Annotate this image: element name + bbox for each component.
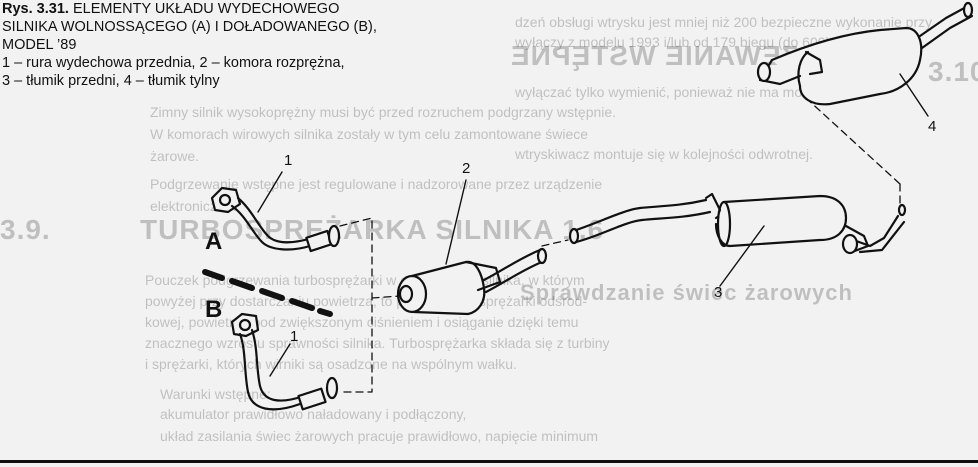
bleed-text-17: wtryskiwacz montuje się w kolejności odw… — [515, 146, 813, 162]
part-number-1-a: 1 — [284, 152, 293, 169]
variant-label-b: B — [205, 296, 223, 323]
bleed-text-3: żarowe. — [150, 148, 200, 164]
figure-caption: Rys. 3.31. ELEMENTY UKŁADU WYDECHOWEGO S… — [2, 0, 502, 90]
bleed-text-4: Podgrzewanie wstępne jest regulowane i n… — [150, 176, 603, 192]
leader-lines — [257, 73, 929, 377]
front-pipe-a — [210, 186, 341, 253]
bleed-text-11: Warunki wstępne: — [160, 386, 271, 402]
part-number-4: 4 — [928, 118, 937, 135]
part-number-2: 2 — [462, 160, 471, 177]
part-number-3: 3 — [714, 284, 723, 301]
front-pipe-b — [230, 312, 339, 411]
bleed-text-12: akumulator prawidłowo naładowany i podłą… — [160, 406, 467, 422]
bleed-text-13: układ zasilania świec żarowych pracuje p… — [160, 428, 599, 444]
bleed-text-15: wyłączy z modelu 1993 i/lub od 179 biegu… — [515, 34, 875, 50]
caption-legend-line-2: 3 – tłumik przedni, 4 – tłumik tylny — [2, 73, 220, 89]
caption-title-line-2: SILNIKA WOLNOSSĄCEGO (A) I DOŁADOWANEGO … — [2, 19, 377, 35]
bleed-section-1: 3.10 — [928, 56, 978, 87]
expansion-chamber — [396, 247, 548, 316]
caption-legend-line-1: 1 – rura wydechowa przednia, 2 – komora … — [2, 55, 345, 71]
bleed-text-9: znacznego wzrostu sprawności silnika. Tu… — [145, 335, 610, 351]
part-number-1-b: 1 — [290, 328, 299, 345]
bleed-text-1: Zimny silnik wysokoprężny musi być przed… — [150, 104, 617, 120]
bleed-text-14: dzeń obsługi wtrysku jest mniej niż 200 … — [515, 14, 933, 30]
bleed-text-10: i sprężarki, których wirniki są osadzone… — [145, 356, 517, 372]
bottom-rule — [0, 460, 978, 463]
caption-title-text-1: ELEMENTY UKŁADU WYDECHOWEGO — [72, 1, 340, 17]
figure-number: Rys. 3.31. — [2, 1, 69, 17]
bleed-heading-3: Sprawdzanie świec żarowych — [520, 280, 853, 305]
separator-dashes — [202, 269, 333, 317]
caption-title-line-1: Rys. 3.31. ELEMENTY UKŁADU WYDECHOWEGO — [2, 0, 502, 18]
bleed-section-2: 3.9. — [0, 214, 51, 245]
rear-muffler-assembly — [756, 1, 974, 106]
bleed-text-16: wyłączać tylko wymienić, ponieważ nie ma… — [515, 84, 873, 100]
caption-title-line-3: MODEL ’89 — [2, 37, 77, 53]
variant-label-a: A — [205, 228, 223, 255]
front-muffler-assembly — [568, 192, 907, 255]
connector-lines — [339, 97, 901, 393]
bleed-text-2: W komorach wirowych silnika zostały w ty… — [150, 126, 589, 142]
